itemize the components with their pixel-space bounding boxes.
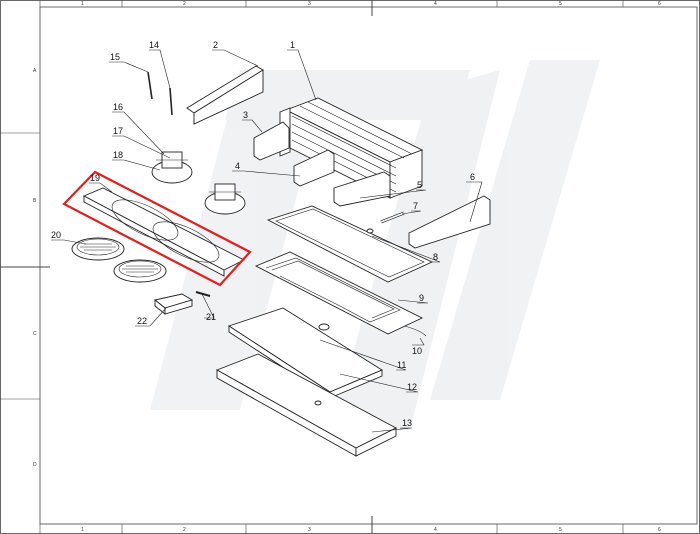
col-label-top-5: 5 <box>559 1 562 7</box>
col-label-bottom-4: 4 <box>434 527 437 533</box>
callout-4: 4 <box>235 161 240 171</box>
part-pin <box>195 291 211 297</box>
grid-labels: 1 2 3 4 5 6 1 2 3 4 5 6 A B C D <box>33 1 661 533</box>
callout-13: 13 <box>402 418 412 428</box>
callout-16: 16 <box>113 102 123 112</box>
row-label-a: A <box>33 68 37 74</box>
column-ticks <box>39 0 624 534</box>
col-label-top-2: 2 <box>183 1 186 7</box>
callout-9: 9 <box>419 293 424 303</box>
col-label-top-3: 3 <box>308 1 311 7</box>
callout-12: 12 <box>407 382 417 392</box>
watermark-logo <box>150 60 600 430</box>
callout-10: 10 <box>412 346 422 356</box>
col-label-bottom-1: 1 <box>81 527 84 533</box>
leader-lines <box>51 49 483 433</box>
callout-8: 8 <box>433 252 438 262</box>
part-small-housing <box>153 293 194 315</box>
part-probes <box>147 71 173 116</box>
callout-11: 11 <box>397 360 406 370</box>
col-label-bottom-2: 2 <box>183 527 186 533</box>
callout-17: 17 <box>113 126 123 136</box>
part-fan-motor <box>151 151 193 184</box>
part-side-plate <box>253 121 290 161</box>
part-rod <box>380 211 405 224</box>
part-fan-motor-second <box>204 183 246 215</box>
col-label-top-1: 1 <box>81 1 84 7</box>
callout-3: 3 <box>243 110 248 120</box>
callout-15: 15 <box>110 52 120 62</box>
col-label-bottom-6: 6 <box>658 527 661 533</box>
row-ticks <box>0 132 50 400</box>
callout-18: 18 <box>113 150 123 160</box>
callout-21: 21 <box>206 312 216 322</box>
callout-22: 22 <box>137 316 147 326</box>
callout-labels: 1 2 3 4 5 6 7 8 9 10 11 12 13 14 15 16 1… <box>51 40 475 428</box>
col-label-top-4: 4 <box>434 1 437 7</box>
callout-7: 7 <box>413 201 418 211</box>
highlight-box <box>62 170 252 287</box>
callout-19: 19 <box>90 173 100 183</box>
part-end-panel <box>408 195 491 249</box>
part-bottom-rail <box>333 171 391 207</box>
row-label-b: B <box>33 198 37 204</box>
callout-5: 5 <box>417 180 422 190</box>
part-heater-element <box>254 251 427 337</box>
callout-6: 6 <box>470 172 475 182</box>
part-top-bracket <box>186 65 264 125</box>
col-label-bottom-3: 3 <box>308 527 311 533</box>
callout-2: 2 <box>213 40 218 50</box>
row-label-c: C <box>33 331 37 337</box>
callout-20: 20 <box>51 230 61 240</box>
callout-1: 1 <box>290 40 295 50</box>
inner-border <box>39 6 698 525</box>
row-label-d: D <box>33 462 37 468</box>
col-label-bottom-5: 5 <box>559 527 562 533</box>
part-base-channel <box>215 353 397 457</box>
col-label-top-6: 6 <box>658 1 661 7</box>
part-fan-guards <box>71 237 167 283</box>
part-evaporator-coil <box>279 97 424 199</box>
callout-14: 14 <box>149 40 159 50</box>
part-small-plate <box>293 149 335 187</box>
